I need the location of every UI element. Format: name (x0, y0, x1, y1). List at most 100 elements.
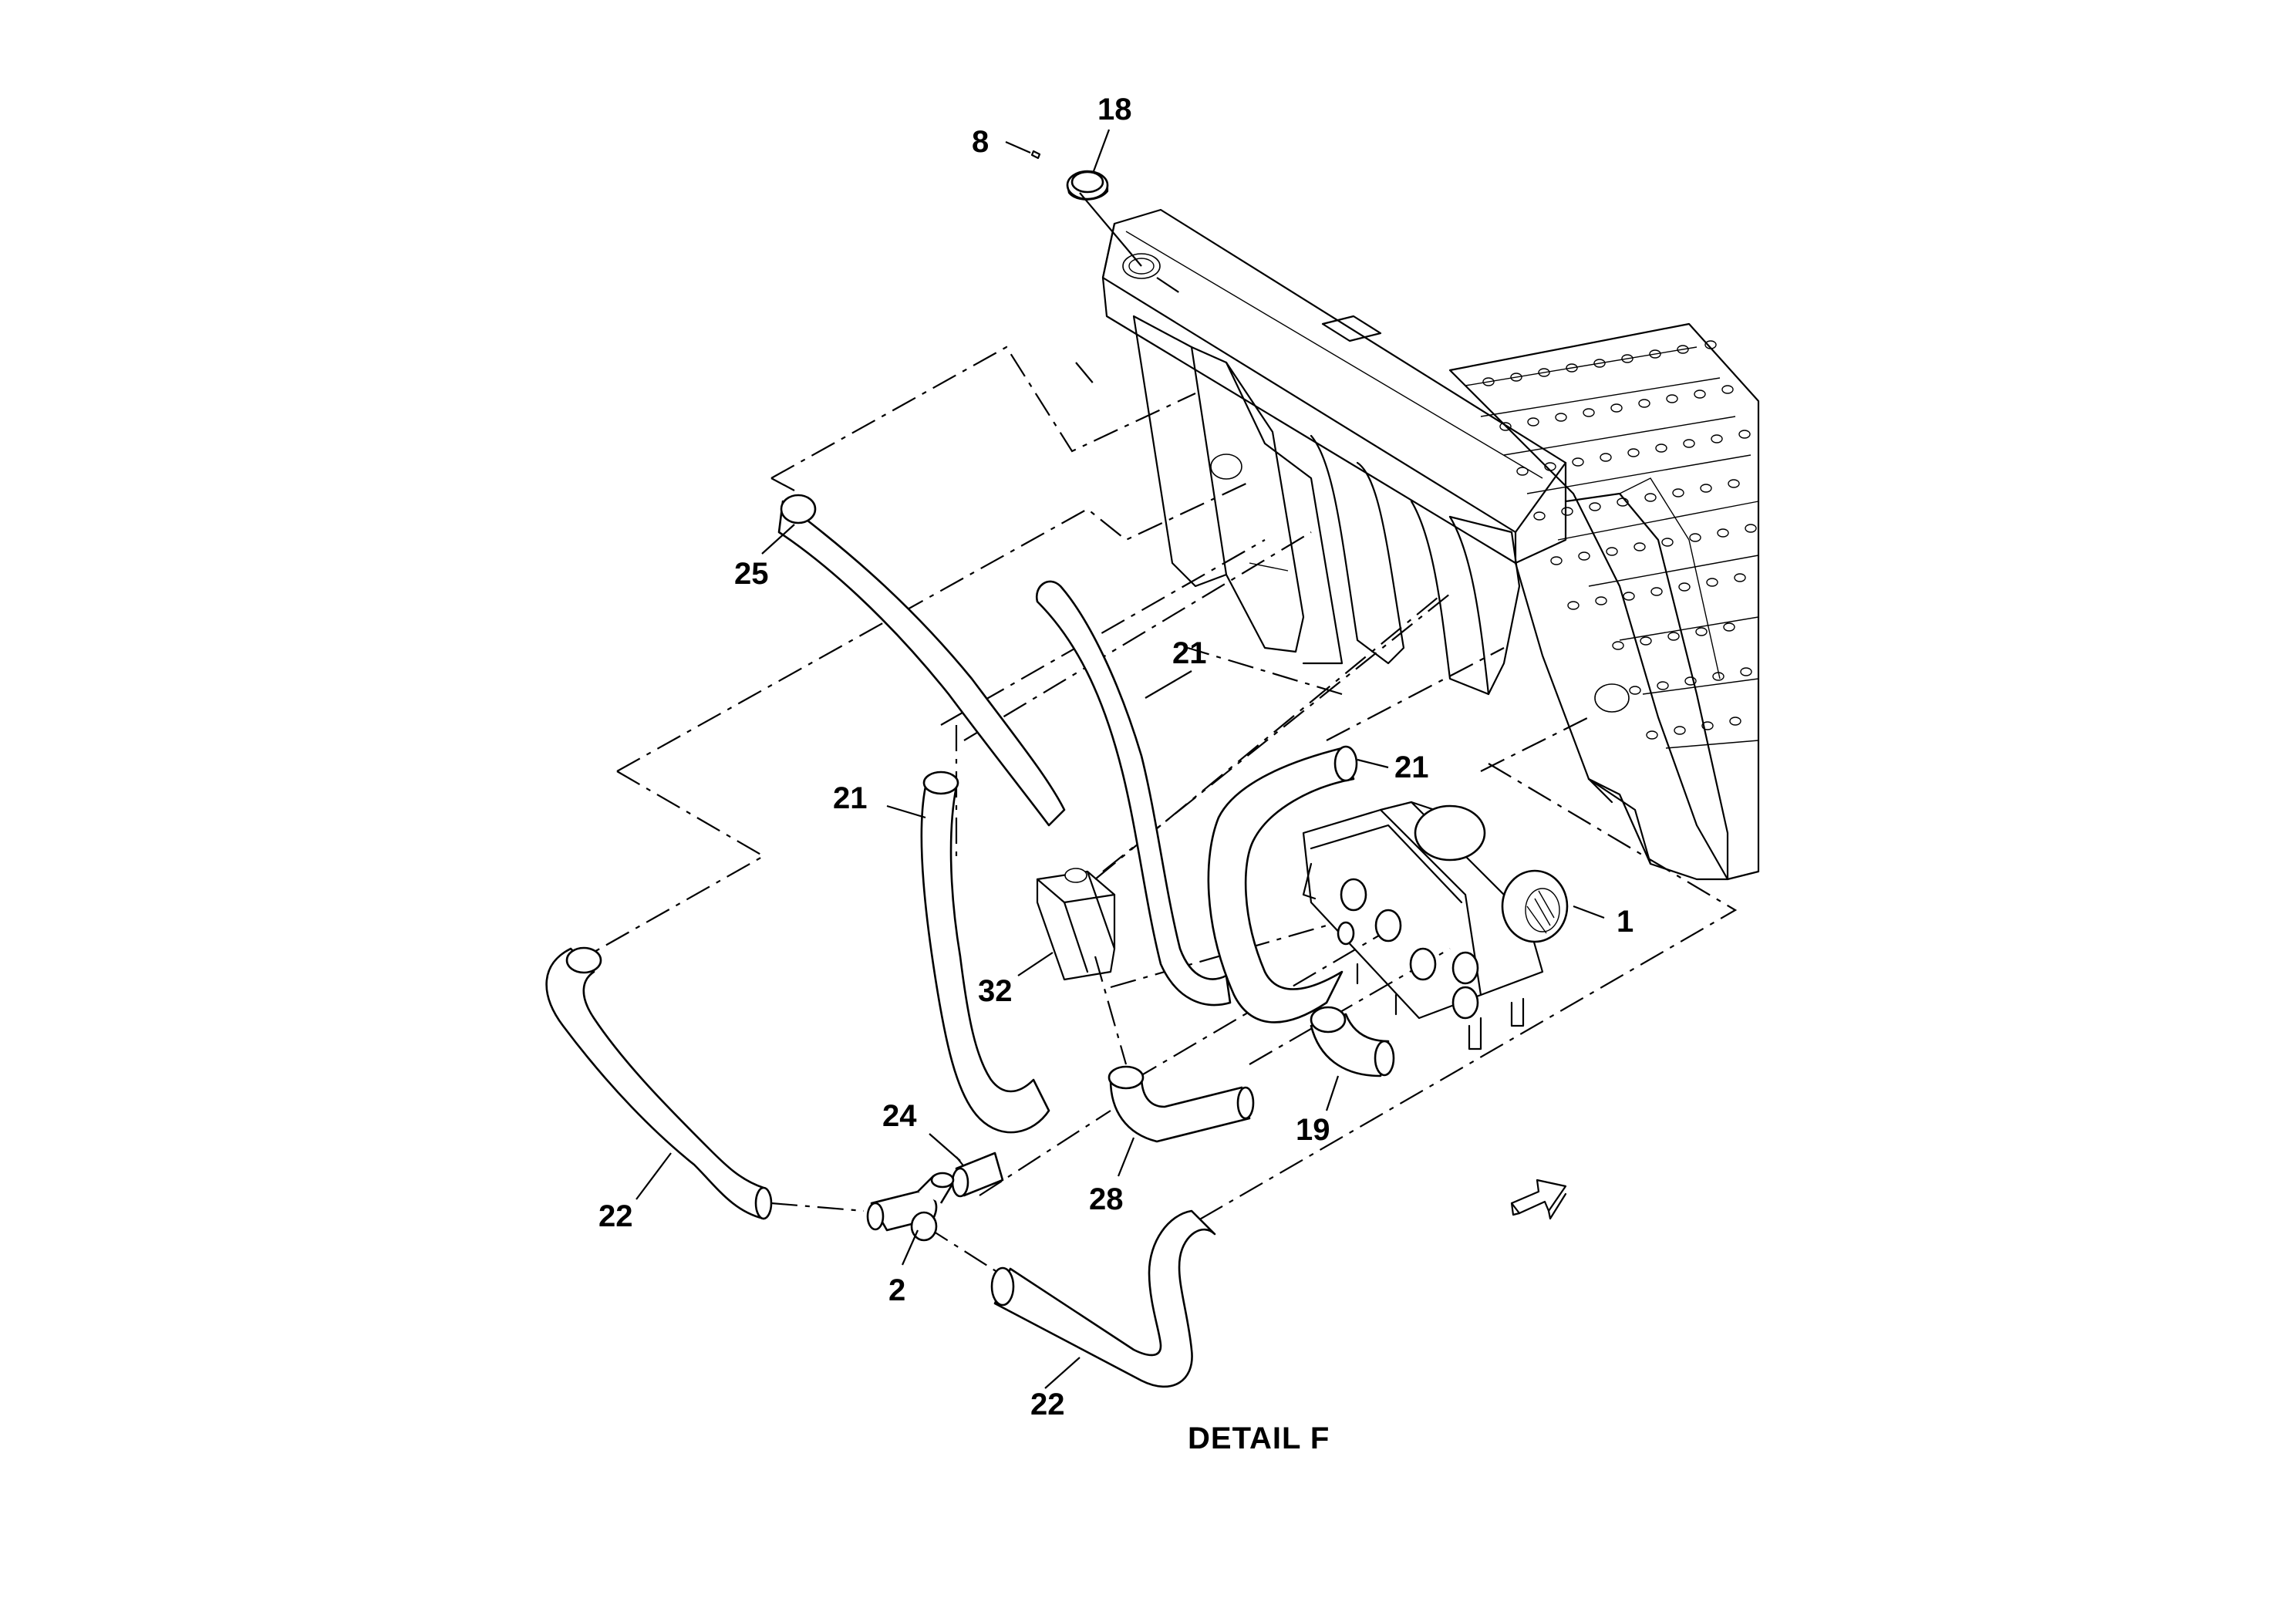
floor-hole (1729, 717, 1741, 726)
floor-hole (1728, 479, 1740, 488)
floor-hole (1593, 359, 1606, 368)
floor-hole (1734, 573, 1746, 582)
assembly-centerlines (585, 277, 1738, 1281)
coupling-24 (951, 1152, 1004, 1198)
floor-hole (1689, 533, 1701, 542)
floor-hole (1674, 726, 1686, 735)
floor-hole (1610, 403, 1623, 413)
floor-hole (1638, 399, 1650, 408)
floor-hole (1606, 547, 1618, 556)
floor-hole (1666, 394, 1678, 403)
floor-hole (1646, 730, 1658, 740)
floor-hole (1738, 430, 1751, 439)
callout-32: 32 (978, 974, 1013, 1008)
floor-hole (1510, 373, 1522, 382)
callout-8: 8 (972, 125, 989, 159)
floor-hole (1633, 542, 1646, 551)
hose-22-right (993, 1209, 1216, 1388)
floor-hole (1672, 488, 1684, 497)
floor-hole (1695, 627, 1708, 636)
callout-22-left: 22 (598, 1199, 633, 1233)
callout-21-left: 21 (833, 781, 868, 815)
floor-hole (1701, 721, 1714, 730)
hose-25 (777, 500, 1066, 827)
hose-21-right (1207, 747, 1355, 1023)
floor-hole (1612, 641, 1624, 650)
frame-structure (1101, 208, 1760, 881)
floor-hole (1583, 408, 1595, 417)
floor-hole (1740, 667, 1752, 676)
callout-21-right: 21 (1394, 750, 1429, 784)
floor-hole (1482, 377, 1495, 386)
floor-hole (1627, 448, 1640, 457)
floor-hole (1566, 363, 1578, 373)
floor-hole (1499, 422, 1512, 431)
right-upright (1514, 477, 1729, 881)
floor-hole (1678, 582, 1691, 592)
callout-22-right: 22 (1030, 1388, 1065, 1421)
floor-hole (1550, 556, 1563, 565)
floor-hole (1561, 507, 1573, 516)
floor-hole (1649, 349, 1661, 359)
fittings (866, 150, 1142, 1242)
floor-hole (1684, 676, 1697, 686)
floor-hole (1567, 601, 1580, 610)
floor-hole (1544, 462, 1556, 471)
detail-title: DETAIL F (1188, 1421, 1330, 1455)
floor-hole (1711, 434, 1723, 443)
callout-28: 28 (1089, 1182, 1124, 1216)
arrow-right-icon (1510, 1179, 1567, 1220)
floor-hole (1640, 636, 1652, 646)
floor-hole (1623, 592, 1635, 601)
floor-hole (1629, 686, 1641, 695)
floor-hole (1555, 413, 1567, 422)
tee-fitting-2 (866, 1172, 955, 1242)
hose-28 (1109, 1074, 1251, 1143)
floor-hole (1657, 681, 1669, 690)
floor-hole (1717, 528, 1729, 538)
perforated-floor-plate (1448, 322, 1760, 881)
callout-2: 2 (888, 1273, 905, 1307)
screw-8 (1030, 150, 1142, 267)
top-beam (1101, 208, 1567, 565)
hose-21-left (920, 785, 1050, 1134)
floor-hole (1538, 368, 1550, 377)
valve-32 (1036, 868, 1116, 981)
floor-hole (1589, 502, 1601, 511)
floor-hole (1677, 345, 1689, 354)
floor-hole (1655, 443, 1667, 453)
callout-21-upper: 21 (1172, 636, 1207, 670)
left-upright (1132, 315, 1344, 665)
floor-holes (1482, 340, 1757, 740)
callout-18: 18 (1097, 93, 1132, 126)
floor-hole (1621, 354, 1633, 363)
floor-hole (1661, 538, 1674, 547)
floor-hole (1578, 551, 1590, 561)
floor-hole (1700, 484, 1712, 493)
floor-hole (1683, 439, 1695, 448)
floor-hole (1516, 467, 1529, 476)
floor-hole (1600, 453, 1612, 462)
heater-unit-1 (1302, 801, 1569, 1050)
floor-hole (1595, 596, 1607, 605)
floor-hole (1533, 511, 1546, 521)
leader-lines (636, 129, 1605, 1389)
callout-25: 25 (734, 557, 769, 591)
filler-cap-18 (1066, 170, 1109, 201)
floor-hole (1667, 632, 1680, 641)
callout-19: 19 (1296, 1113, 1330, 1147)
floor-hole (1694, 389, 1706, 399)
floor-hole (1644, 493, 1657, 502)
hose-22-left (545, 947, 765, 1220)
floor-hole (1723, 622, 1735, 632)
floor-hole (1650, 587, 1663, 596)
center-tank (1310, 434, 1521, 696)
floor-hole (1745, 524, 1757, 533)
callout-24: 24 (882, 1099, 917, 1133)
floor-hole (1721, 385, 1734, 394)
callout-1: 1 (1617, 905, 1633, 939)
floor-hole (1572, 457, 1584, 467)
floor-hole (1706, 578, 1718, 587)
hoses (545, 494, 1395, 1388)
